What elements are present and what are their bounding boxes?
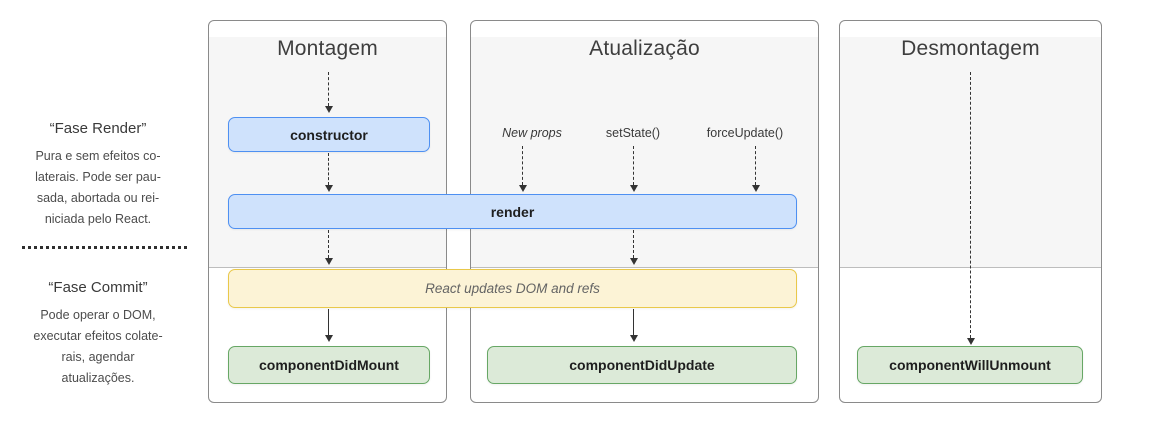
panel-title-montagem: Montagem [277, 37, 378, 60]
render-phase-line-2: laterais. Pode ser pau- [35, 170, 161, 184]
arrow-newprops-to-render [519, 146, 527, 192]
panel-title-atualizacao: Atualização [589, 37, 700, 60]
panel-title-desmontagem: Desmontagem [901, 37, 1040, 60]
render-phase-line-3: sada, abortada ou rei- [36, 191, 160, 205]
render-phase-title: “Fase Render” [49, 120, 147, 137]
panel-montagem-render-area: Montagem [209, 37, 446, 268]
commit-phase-title: “Fase Commit” [48, 279, 148, 296]
arrow-domupdate-to-componentdidupdate [630, 309, 638, 342]
arrow-render-to-domupdate-update [630, 230, 638, 265]
arrow-domupdate-to-componentdidmount [325, 309, 333, 342]
render-phase-line-4: niciada pelo React. [44, 212, 152, 226]
trigger-new-props: New props [502, 126, 562, 140]
commit-phase-line-4: atualizações. [61, 371, 135, 385]
arrow-montagem-to-constructor [325, 72, 333, 113]
lifecycle-method-componentdidmount[interactable]: componentDidMount [228, 346, 430, 384]
arrow-desmontagem-to-componentwillunmount [967, 72, 975, 345]
lifecycle-method-render[interactable]: render [228, 194, 797, 229]
lifecycle-method-componentwillunmount[interactable]: componentWillUnmount [857, 346, 1083, 384]
arrow-setstate-to-render [630, 146, 638, 192]
render-phase-line-1: Pura e sem efeitos co- [35, 149, 161, 163]
lifecycle-method-componentdidupdate[interactable]: componentDidUpdate [487, 346, 797, 384]
render-phase-note: “Fase Render” Pura e sem efeitos co- lat… [6, 120, 190, 230]
commit-phase-note: “Fase Commit” Pode operar o DOM, executa… [6, 279, 190, 389]
phase-divider-dotted-line [22, 246, 187, 249]
arrow-forceupdate-to-render [752, 146, 760, 192]
trigger-forceupdate: forceUpdate() [706, 126, 784, 140]
arrow-render-to-domupdate-mount [325, 230, 333, 265]
commit-phase-line-3: rais, agendar [61, 350, 135, 364]
lifecycle-method-constructor[interactable]: constructor [228, 117, 430, 152]
panel-atualizacao-render-area: Atualização [471, 37, 818, 268]
commit-phase-line-1: Pode operar o DOM, [40, 308, 156, 322]
trigger-setstate: setState() [605, 126, 661, 140]
commit-phase-line-2: executar efeitos colate- [33, 329, 163, 343]
react-updates-dom-band: React updates DOM and refs [228, 269, 797, 308]
arrow-constructor-to-render [325, 153, 333, 192]
